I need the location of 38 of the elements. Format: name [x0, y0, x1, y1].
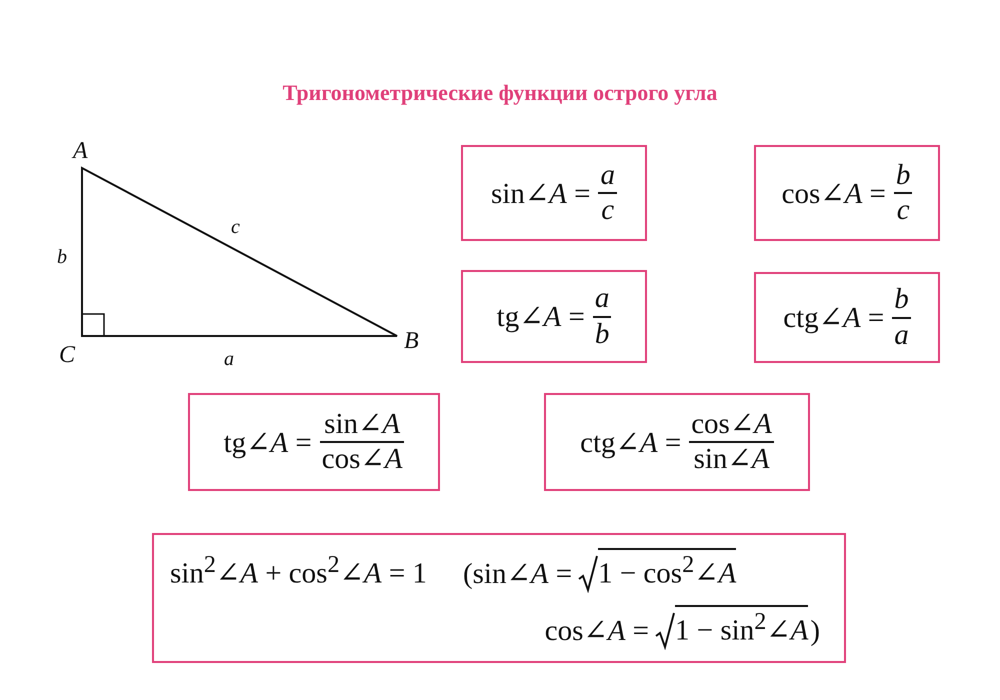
denominator: sin∠A: [692, 443, 770, 476]
vertex-label: b: [57, 246, 67, 269]
vertex-label: B: [404, 328, 419, 355]
denominator: cos∠A: [320, 443, 404, 476]
formula-text: sin∠A =: [491, 176, 590, 210]
vertex-label: c: [231, 216, 240, 239]
formula-box: [461, 270, 647, 363]
formula-box: [461, 145, 647, 241]
formula-text: ctg∠A =: [783, 301, 884, 335]
numerator: sin∠A: [323, 408, 402, 441]
formula-text: sin$^{2}$∠A + cos$^{2}$∠A = 1: [170, 551, 427, 591]
formula-text: 1 − cos$^{2}$∠A: [598, 548, 736, 591]
denominator: a: [893, 318, 910, 352]
formula-box: [152, 533, 846, 663]
vertex-label: C: [59, 342, 76, 369]
formula-text: cos∠A =: [544, 614, 650, 648]
formula-text: tg∠A =: [224, 426, 312, 460]
denominator: c: [600, 194, 616, 228]
denominator: c: [896, 194, 911, 228]
vertex-label: A: [73, 138, 88, 165]
numerator: a: [594, 282, 610, 316]
numerator: cos∠A: [690, 408, 773, 441]
numerator: b: [893, 283, 910, 316]
formula-text: cos∠A =: [782, 176, 886, 210]
formula-box: [544, 393, 810, 491]
title: Тригонометрические функции острого угла: [282, 80, 718, 106]
formula-text: 1 − sin$^{2}$∠A: [675, 605, 808, 648]
formula-box: [754, 145, 940, 241]
formula-box: [754, 272, 940, 363]
formula-text: ): [810, 614, 820, 648]
numerator: a: [599, 158, 616, 192]
formula-text: (sin∠A =: [462, 557, 572, 591]
vertex-label: a: [224, 348, 234, 371]
numerator: b: [894, 158, 912, 192]
formula-box: [188, 393, 440, 491]
formula-text: ctg∠A =: [580, 426, 682, 460]
denominator: b: [594, 318, 610, 351]
formula-text: tg∠A =: [496, 300, 585, 334]
